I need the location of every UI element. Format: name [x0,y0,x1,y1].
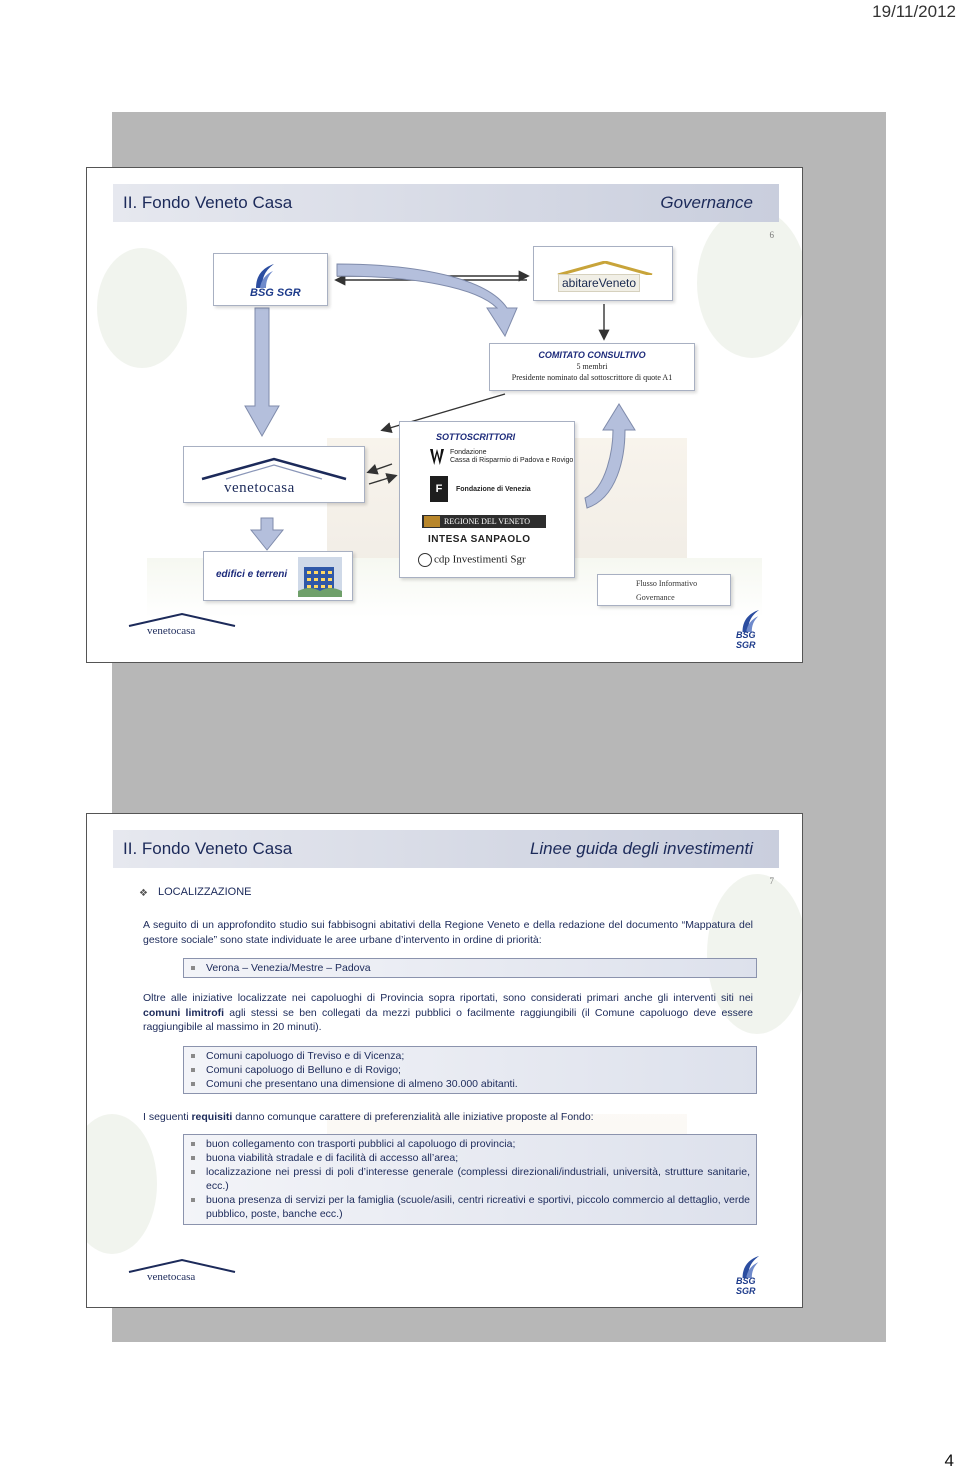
slide-title-bar: II. Fondo Veneto Casa Linee guida degli … [113,830,779,868]
slide-title: II. Fondo Veneto Casa [123,193,293,212]
page-number: 4 [944,1451,954,1470]
bsg-logo-icon [256,264,274,288]
footer-venetocasa-text: venetocasa [147,1271,196,1283]
venetocasa-logo: venetocasa [224,480,295,496]
list-item: buon collegamento con trasporti pubblici… [190,1137,750,1151]
footer-venetocasa-roof-icon [128,1258,236,1273]
governance-arrow-sottoscrittori-comitato [584,403,636,509]
paragraph-text: agli stessi se ben collegati da mezzi pu… [143,1006,753,1034]
background-tree [707,874,802,1034]
paragraph-requisiti: I seguenti requisiti danno comunque cara… [143,1110,753,1125]
legend-flusso: Flusso Informativo [636,579,698,588]
intesa-sanpaolo-logo: INTESA SANPAOLO [428,534,531,545]
diamond-bullet-icon: ❖ [139,888,148,899]
list-item: localizzazione nei pressi di poli d’inte… [190,1165,750,1193]
comitato-president: Presidente nominato dal sottoscrittore d… [511,373,673,382]
footer-bsg-text: BSG SGR [736,630,756,650]
print-date: 19/11/2012 [872,2,956,21]
edifici-terreni-box: edifici e terreni [203,551,353,601]
slide-subtitle: Governance [660,193,753,212]
list-item: Comuni capoluogo di Treviso e di Vicenza… [190,1049,750,1063]
abitare-veneto-box: abitareVeneto [533,246,673,301]
background-tree [87,1114,157,1254]
cassa-risparmio-label: Cassa di Risparmio di Padova e Rovigo [449,457,574,464]
slide-title-bar: II. Fondo Veneto Casa Governance [113,184,779,222]
fondazione-label: Fondazione [449,449,487,456]
bsg-logo-text: BSG SGR [250,287,301,299]
slide-governance: II. Fondo Veneto Casa Governance 6 [86,167,803,663]
sottoscrittori-box: SOTTOSCRITTORI Fondazione Cassa di Rispa… [399,421,575,578]
info-arrow-venetocasa-sottoscrittori [368,473,398,485]
list-item: Verona – Venezia/Mestre – Padova [190,961,750,975]
slide-title: II. Fondo Veneto Casa [123,839,293,858]
comitato-members: 5 membri [576,362,608,371]
comitato-title: COMITATO CONSULTIVO [538,350,646,360]
regione-flag-icon [424,516,440,527]
abitare-veneto-logo: abitareVeneto [558,274,641,292]
footer-bsg-text: BSG SGR [736,1276,756,1296]
info-arrow-sottoscrittori-venetocasa [366,463,393,475]
paragraph-text: Oltre alle iniziative localizzate nei ca… [143,992,753,1004]
list-item: buona viabilità stradale e di facilità d… [190,1151,750,1165]
paragraph-text: I seguenti [143,1111,192,1123]
venetocasa-box: venetocasa [183,446,365,503]
building-icon [298,557,342,597]
fondazione-cariparo-logo: Fondazione Cassa di Risparmio di Padova … [430,449,573,465]
intro-paragraph: A seguito di un approfondito studio sui … [143,919,753,946]
paragraph-comuni-limitrofi: Oltre alle iniziative localizzate nei ca… [143,991,753,1035]
venetocasa-roof-icon [201,457,347,481]
governance-arrow-bsg-venetocasa [244,307,280,438]
footer-bsg-logo: BSG SGR [724,1254,770,1296]
list-item: Comuni che presentano una dimensione di … [190,1077,750,1091]
footer-venetocasa-roof-icon [128,612,236,627]
fondazione-venezia-logo: F Fondazione di Venezia [430,476,531,502]
sottoscrittori-title: SOTTOSCRITTORI [436,432,516,442]
footer-venetocasa-logo: venetocasa [127,1258,237,1288]
list-item: buona presenza di servizi per la famigli… [190,1193,750,1221]
edifici-terreni-label: edifici e terreni [216,569,288,580]
slide-linee-guida: II. Fondo Veneto Casa Linee guida degli … [86,813,803,1308]
fondazione-venezia-icon: F [430,476,448,502]
regione-veneto-logo: REGIONE DEL VENETO [422,515,546,528]
paragraph-bold-text: requisiti [191,1111,233,1123]
footer-bsg-icon [742,609,760,632]
footer-venetocasa-logo: venetocasa [127,612,237,642]
background-tree [697,208,802,358]
fondazione-venezia-label: Fondazione di Venezia [456,485,531,493]
legend-box: Flusso Informativo Governance [597,574,731,606]
cdp-icon [418,553,432,567]
slide-number: 7 [769,876,775,886]
governance-arrow-venetocasa-edifici [249,517,285,551]
fondazione-cariparo-icon [430,449,444,465]
governance-arrow-bsg-comitato [336,263,518,338]
requisiti-box: buon collegamento con trasporti pubblici… [183,1134,757,1225]
priority-cities-box: Verona – Venezia/Mestre – Padova [183,958,757,978]
cdp-label: cdp Investimenti Sgr [434,553,526,566]
footer-venetocasa-text: venetocasa [147,625,196,637]
abitare-roof-icon [557,261,653,275]
legend-governance: Governance [636,593,675,602]
regione-veneto-label: REGIONE DEL VENETO [444,517,531,526]
list-item: Comuni capoluogo di Belluno e di Rovigo; [190,1063,750,1077]
paragraph-bold-text: comuni limitrofi [143,1006,225,1019]
paragraph-text: danno comunque carattere di preferenzial… [232,1111,594,1123]
section-heading: ❖ LOCALIZZAZIONE [139,886,252,899]
background-tree [97,248,187,368]
cdp-investimenti-logo: cdp Investimenti Sgr [418,553,526,567]
comitato-consultivo-box: COMITATO CONSULTIVO 5 membri Presidente … [489,343,695,391]
footer-bsg-logo: BSG SGR [724,608,770,650]
comuni-box: Comuni capoluogo di Treviso e di Vicenza… [183,1046,757,1094]
section-heading-text: LOCALIZZAZIONE [158,886,252,898]
slide-number: 6 [769,230,775,240]
slide-subtitle: Linee guida degli investimenti [529,839,753,858]
footer-bsg-icon [742,1255,760,1278]
governance-arrows [244,263,636,604]
bsg-sgr-box: BSG SGR [213,253,328,306]
